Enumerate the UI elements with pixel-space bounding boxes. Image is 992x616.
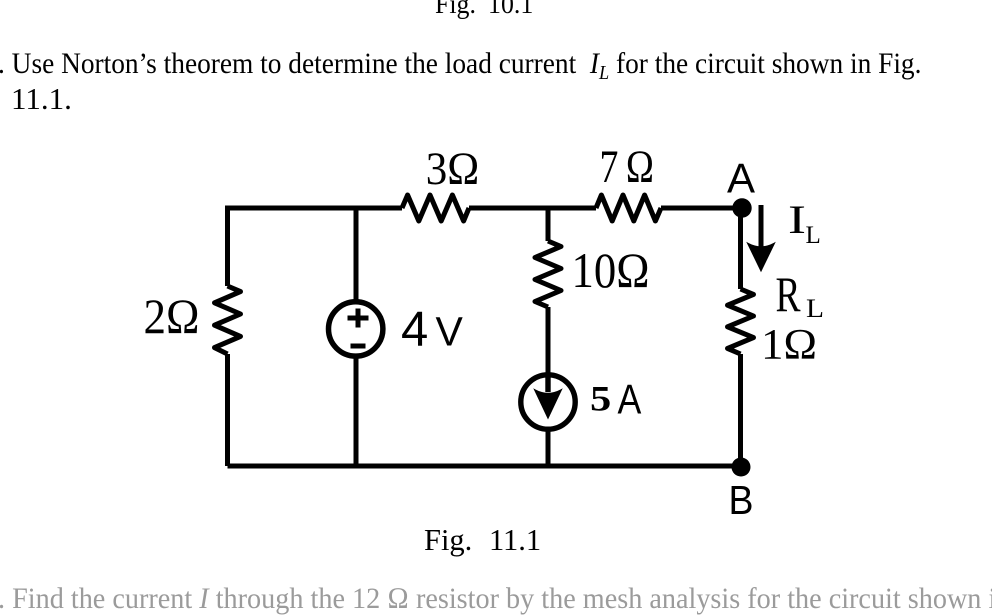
svg-text:10Ω: 10Ω (572, 242, 650, 298)
svg-text:R: R (776, 267, 801, 322)
svg-text:I: I (788, 198, 806, 242)
svg-text:4: 4 (401, 303, 428, 357)
svg-text:2Ω: 2Ω (144, 288, 200, 344)
svg-text:3Ω: 3Ω (426, 143, 480, 195)
svg-text:V: V (436, 309, 464, 355)
svg-text:A: A (727, 154, 755, 201)
svg-text:1Ω: 1Ω (761, 322, 817, 369)
svg-text:A: A (618, 377, 642, 423)
svg-text:L: L (806, 222, 821, 249)
svg-text:B: B (729, 477, 754, 523)
svg-text:7 Ω: 7 Ω (600, 141, 655, 193)
svg-text:5: 5 (590, 378, 611, 418)
svg-text:L: L (806, 294, 824, 323)
